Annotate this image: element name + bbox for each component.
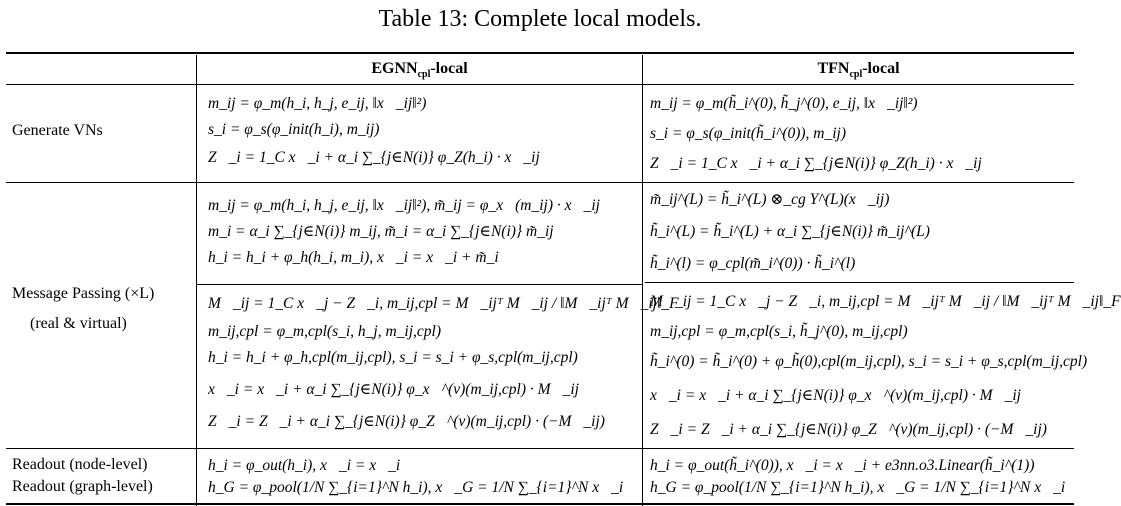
tfn-gen-eq-3: Z⃗_i = 1_C x⃗_i + α_i ∑_{j∈N(i)} φ_Z(h_i… <box>650 155 982 172</box>
column-divider-1 <box>196 55 197 506</box>
section-rule-1 <box>6 182 1074 183</box>
header-rule <box>6 84 1074 85</box>
tfn-mp-virtual-eq-1: M⃗_ij = 1_C x⃗_j − Z⃗_i, m_ij,cpl = M⃗_i… <box>650 293 1121 310</box>
egnn-mp-real-eq-3: h_i = h_i + φ_h(h_i, m_i), x⃗_i = x⃗_i +… <box>208 249 499 266</box>
egnn-mp-virtual-eq-3: h_i = h_i + φ_h,cpl(m_ij,cpl), s_i = s_i… <box>208 349 578 366</box>
tfn-mp-virtual-eq-4: x⃗_i = x⃗_i + α_i ∑_{j∈N(i)} φ_x⃗^(v)(m_… <box>650 387 1021 404</box>
egnn-gen-eq-1: m_ij = φ_m(h_i, h_j, e_ij, ‖x⃗_ij‖²) <box>208 95 427 112</box>
row-label-message-passing: Message Passing (×L) <box>12 285 155 302</box>
tfn-gen-eq-2: s_i = φ_s(φ_init(h̃_i^(0)), m_ij) <box>650 125 847 142</box>
row-label-readout-node: Readout (node-level) <box>12 456 148 473</box>
tfn-mp-real-eq-3: h̃_i^(l) = φ_cpl(m̃_i^(0)) · h̃_i^(l) <box>650 255 856 272</box>
egnn-mp-virtual-eq-4: x⃗_i = x⃗_i + α_i ∑_{j∈N(i)} φ_x⃗^(v)(m_… <box>208 381 579 398</box>
egnn-readout-node-eq: h_i = φ_out(h_i), x⃗_i = x⃗_i <box>208 457 401 474</box>
egnn-mp-virtual-eq-2: m_ij,cpl = φ_m,cpl(s_i, h_j, m_ij,cpl) <box>208 323 441 340</box>
row-label-generate: Generate VNs <box>12 122 103 139</box>
tfn-mp-real-eq-2: h̃_i^(L) = h̃_i^(L) + α_i ∑_{j∈N(i)} m̃_… <box>650 223 930 240</box>
egnn-gen-eq-3: Z⃗_i = 1_C x⃗_i + α_i ∑_{j∈N(i)} φ_Z(h_i… <box>208 149 540 166</box>
top-rule <box>6 52 1074 54</box>
egnn-mp-virtual-eq-1: M⃗_ij = 1_C x⃗_j − Z⃗_i, m_ij,cpl = M⃗_i… <box>208 295 679 312</box>
row-label-readout-graph: Readout (graph-level) <box>12 478 153 495</box>
tfn-mp-virtual-eq-5: Z⃗_i = Z⃗_i + α_i ∑_{j∈N(i)} φ_Z⃗^(v)(m_… <box>650 421 1047 438</box>
bottom-rule <box>6 503 1074 505</box>
tfn-readout-graph-eq: h_G = φ_pool(1/N ∑_{i=1}^N h_i), x⃗_G = … <box>650 479 1066 496</box>
egnn-gen-eq-2: s_i = φ_s(φ_init(h_i), m_ij) <box>208 121 380 138</box>
egnn-mp-real-eq-2: m_i = α_i ∑_{j∈N(i)} m_ij, m̃_i = α_i ∑_… <box>208 223 554 240</box>
tfn-gen-eq-1: m_ij = φ_m(h̃_i^(0), h̃_j^(0), e_ij, ‖x⃗… <box>650 95 918 112</box>
egnn-mp-virtual-eq-5: Z⃗_i = Z⃗_i + α_i ∑_{j∈N(i)} φ_Z⃗^(v)(m_… <box>208 413 605 430</box>
tfn-mp-virtual-eq-2: m_ij,cpl = φ_m,cpl(s_i, h̃_j^(0), m_ij,c… <box>650 323 908 340</box>
header-tfn: TFNcpl-local <box>817 60 900 81</box>
tfn-mp-virtual-eq-3: h̃_i^(0) = h̃_i^(0) + φ_h̃(0),cpl(m_ij,c… <box>650 353 1088 370</box>
column-divider-2 <box>642 55 643 506</box>
egnn-readout-graph-eq: h_G = φ_pool(1/N ∑_{i=1}^N h_i), x⃗_G = … <box>208 479 624 496</box>
egnn-mp-real-eq-1: m_ij = φ_m(h_i, h_j, e_ij, ‖x⃗_ij‖²), m̃… <box>208 197 600 214</box>
section-rule-2 <box>6 448 1074 449</box>
tfn-mp-real-eq-1: m̃_ij^(L) = h̃_i^(L) ⊗_cg Y^(L)(x⃗_ij) <box>650 191 890 208</box>
row-label-real-virtual: (real & virtual) <box>30 315 127 332</box>
tfn-readout-node-eq: h_i = φ_out(h̃_i^(0)), x⃗_i = x⃗_i + e3n… <box>650 457 1035 474</box>
table-caption: Table 13: Complete local models. <box>378 6 702 32</box>
header-egnn: EGNNcpl-local <box>371 60 468 81</box>
mp-real-virtual-rule-right <box>645 282 1074 283</box>
mp-real-virtual-rule-left <box>196 284 642 285</box>
